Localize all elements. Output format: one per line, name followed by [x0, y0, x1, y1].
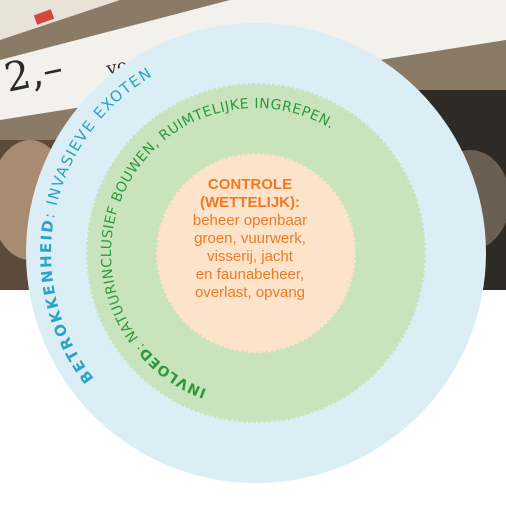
center-title-2: (WETTELIJK): [200, 194, 300, 211]
center-line-5: overlast, opvang [194, 284, 306, 301]
center-line-3: visserij, jacht [207, 248, 293, 265]
inner-circle [154, 151, 358, 355]
center-title-1: CONTROLE [207, 176, 293, 193]
center-line-4: en faunabeheer, [195, 266, 305, 283]
center-line-1: beheer openbaar [192, 212, 308, 229]
center-line-2: groen, vuurwerk, [194, 230, 306, 247]
center-text: CONTROLE (WETTELIJK): beheer openbaar gr… [150, 176, 350, 302]
